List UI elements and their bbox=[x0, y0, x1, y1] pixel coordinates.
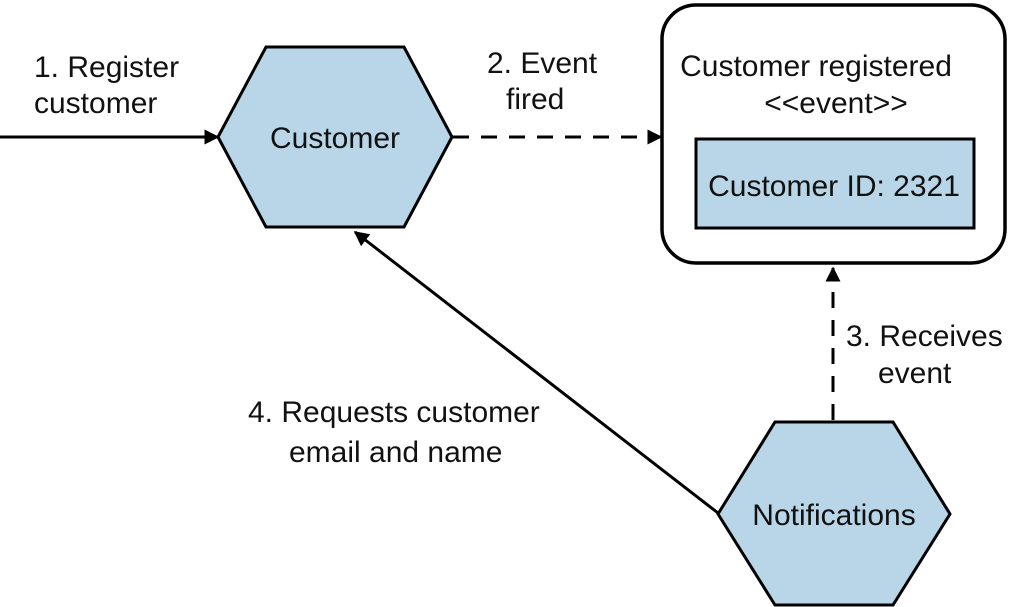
event-field-box bbox=[694, 137, 976, 230]
label-register-line2: customer bbox=[34, 87, 157, 120]
label-requests-line2: email and name bbox=[289, 436, 502, 469]
event-title: Customer registered bbox=[680, 50, 952, 83]
event-stereotype: <<event>> bbox=[764, 87, 907, 120]
label-requests-customer: 4. Requests customer email and name bbox=[248, 396, 540, 469]
label-fired-line1: 2. Event bbox=[487, 47, 598, 80]
node-notifications: Notifications bbox=[716, 420, 952, 607]
edge-requests-customer bbox=[353, 230, 719, 515]
label-event-fired: 2. Event fired bbox=[487, 47, 598, 116]
label-requests-line1: 4. Requests customer bbox=[248, 396, 540, 429]
label-register-customer: 1. Register customer bbox=[34, 51, 179, 120]
label-receives-line2: event bbox=[878, 357, 952, 390]
label-register-line1: 1. Register bbox=[34, 51, 179, 84]
customer-label: Customer bbox=[270, 122, 400, 155]
notifications-label: Notifications bbox=[752, 499, 915, 532]
label-receives-line1: 3. Receives bbox=[846, 320, 1003, 353]
node-event: Customer registered <<event>> Customer I… bbox=[660, 3, 1007, 265]
notifications-hexagon bbox=[716, 420, 952, 607]
label-receives-event: 3. Receives event bbox=[846, 320, 1003, 390]
event-field-customer-id: Customer ID: 2321 bbox=[708, 170, 960, 203]
node-customer: Customer bbox=[216, 45, 454, 229]
customer-hexagon bbox=[216, 45, 454, 229]
label-fired-line2: fired bbox=[506, 83, 564, 116]
